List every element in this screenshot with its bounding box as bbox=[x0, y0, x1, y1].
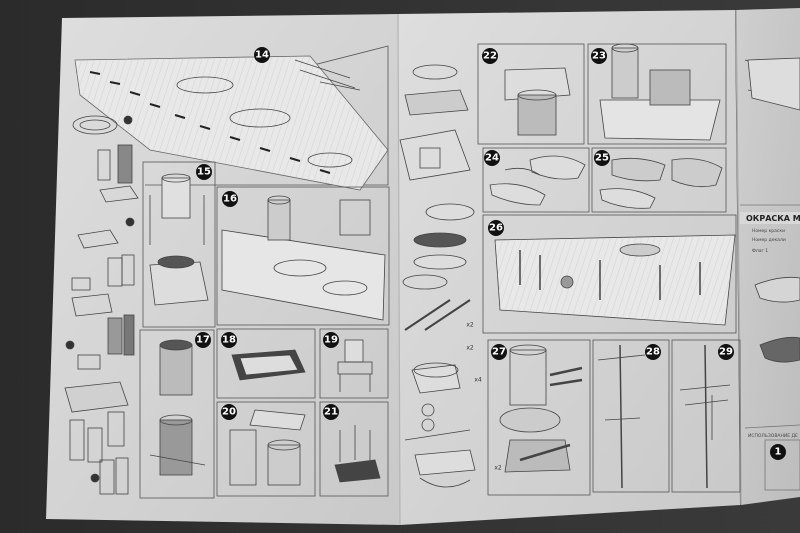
step-badge-27: 27 bbox=[491, 344, 507, 360]
step-badge-circle bbox=[221, 404, 237, 420]
step-number: 14 bbox=[255, 50, 269, 61]
right-line-1: Номер краски bbox=[752, 228, 785, 234]
step-badge-circle bbox=[770, 444, 786, 460]
step-badge-1: 1 bbox=[770, 444, 786, 460]
flag-label: Флаг 1 bbox=[752, 248, 768, 254]
step-number: 25 bbox=[595, 153, 609, 164]
step-number: 17 bbox=[196, 335, 210, 346]
step-badge-circle bbox=[491, 344, 507, 360]
step-badge-circle bbox=[222, 191, 238, 207]
step-badge-circle bbox=[196, 164, 212, 180]
step-number: 1 bbox=[775, 447, 782, 458]
right-bottom-heading: ИСПОЛЬЗОВАНИЕ ДЕ bbox=[748, 433, 798, 439]
right-page-drawings bbox=[740, 57, 800, 491]
step-number: 15 bbox=[197, 167, 211, 178]
step-badge-circle bbox=[488, 220, 504, 236]
step-badge-24: 24 bbox=[484, 150, 500, 166]
step-badge-20: 20 bbox=[221, 404, 237, 420]
step-badge-circle bbox=[482, 48, 498, 64]
step-badge-21: 21 bbox=[323, 404, 339, 420]
step-badge-14: 14 bbox=[254, 47, 270, 63]
step-number: 18 bbox=[222, 335, 236, 346]
left-page-drawings bbox=[64, 45, 390, 499]
step-badge-circle bbox=[323, 332, 339, 348]
step-number: 28 bbox=[646, 347, 660, 358]
step-number: 26 bbox=[489, 223, 503, 234]
right-page bbox=[736, 8, 800, 505]
step-number: 24 bbox=[485, 153, 499, 164]
step-badge-18: 18 bbox=[221, 332, 237, 348]
step-number: 29 bbox=[719, 347, 733, 358]
page-fold bbox=[397, 13, 401, 526]
step-badge-29: 29 bbox=[718, 344, 734, 360]
step-badge-circle bbox=[594, 150, 610, 166]
right-heading-bar bbox=[740, 212, 800, 224]
right-heading: ОКРАСКА МО bbox=[746, 214, 800, 223]
middle-page-drawings bbox=[399, 43, 741, 496]
step-badge-circle bbox=[195, 332, 211, 348]
step-badge-22: 22 bbox=[482, 48, 498, 64]
multiplier-label: x2 bbox=[466, 322, 474, 329]
step-badge-circle bbox=[221, 332, 237, 348]
step-badge-16: 16 bbox=[222, 191, 238, 207]
step-badge-circle bbox=[591, 48, 607, 64]
step-number: 22 bbox=[483, 51, 497, 62]
step-badge-26: 26 bbox=[488, 220, 504, 236]
step-badge-17: 17 bbox=[195, 332, 211, 348]
step-badge-15: 15 bbox=[196, 164, 212, 180]
multiplier-label: x2 bbox=[466, 345, 474, 352]
step-number: 16 bbox=[223, 194, 237, 205]
step-badge-28: 28 bbox=[645, 344, 661, 360]
step-badge-25: 25 bbox=[594, 150, 610, 166]
step-number: 19 bbox=[324, 335, 338, 346]
step-number: 27 bbox=[492, 347, 506, 358]
step-badge-circle bbox=[323, 404, 339, 420]
step-badge-23: 23 bbox=[591, 48, 607, 64]
multiplier-label: x2 bbox=[494, 465, 502, 472]
step-badges: 14 15 16 17 18 19 20 21 22 23 24 25 26 27 28 29 1 bbox=[195, 47, 786, 460]
right-line-2: Номер декали bbox=[752, 237, 786, 243]
step-number: 20 bbox=[222, 407, 236, 418]
step-badge-circle bbox=[718, 344, 734, 360]
step-badge-19: 19 bbox=[323, 332, 339, 348]
step-badge-circle bbox=[254, 47, 270, 63]
step-badge-circle bbox=[645, 344, 661, 360]
multiplier-label: x4 bbox=[474, 377, 482, 384]
step-badge-circle bbox=[484, 150, 500, 166]
step-number: 23 bbox=[592, 51, 606, 62]
step-number: 21 bbox=[324, 407, 338, 418]
